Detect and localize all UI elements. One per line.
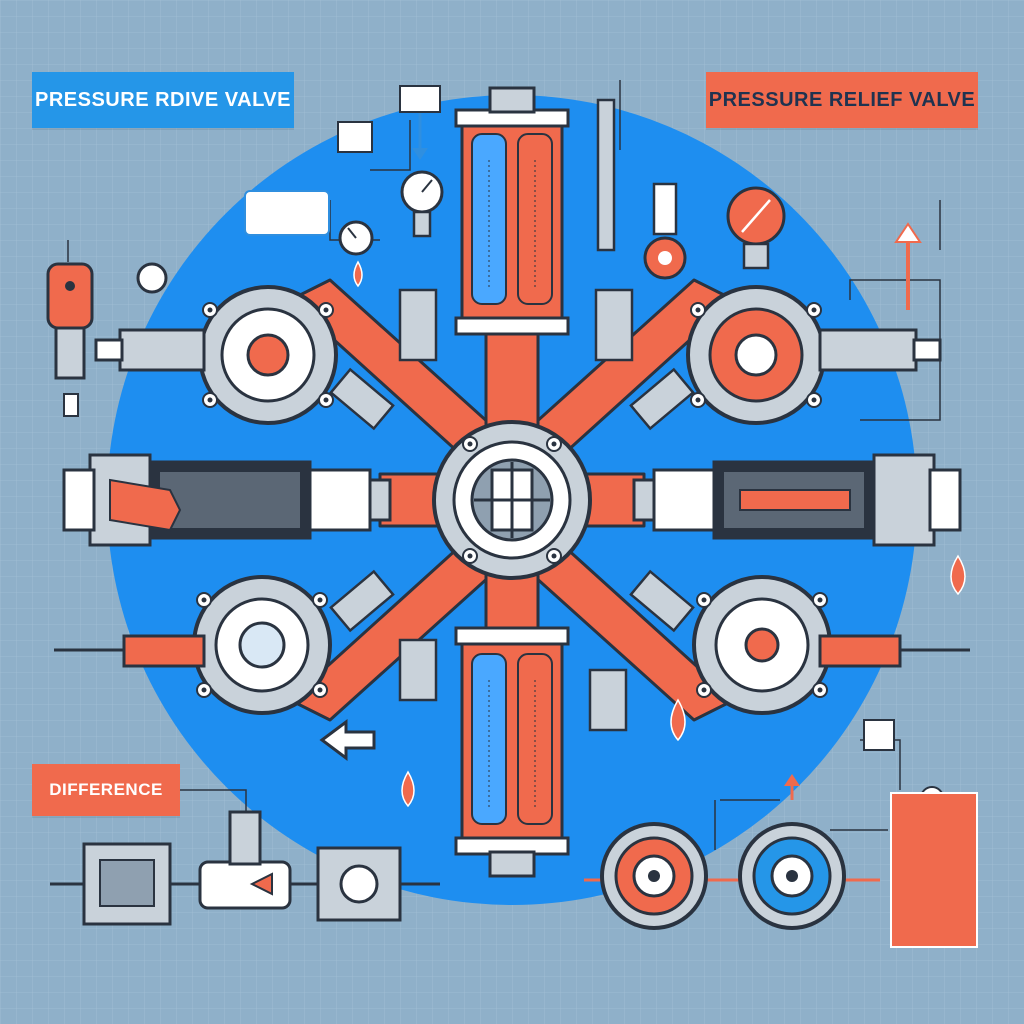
label-plates: [63, 85, 895, 751]
arrow-up-icon: [894, 222, 922, 310]
left-cartridge: [46, 262, 94, 380]
arrow-left-icon: [319, 719, 376, 761]
valve-body-bottom-left: [54, 575, 332, 715]
valve-body-top-left: [94, 285, 338, 425]
vertical-column-bottom: [454, 626, 570, 878]
title-pressure-relief-valve: PRESSURE RELIEF VALVE: [706, 72, 978, 128]
callout-box: [244, 190, 330, 236]
valve-face-orange: [584, 822, 724, 930]
connector-lines: [67, 80, 941, 850]
pressure-gauge-icon: [136, 220, 374, 294]
vertical-column-top: [454, 86, 570, 336]
title-pressure-rdive-valve: PRESSURE RDIVE VALVE: [32, 72, 294, 128]
arm-fittings: [329, 288, 695, 732]
left-cylinder: [62, 453, 392, 547]
relief-gauge-icon: [726, 186, 786, 270]
central-hub-valve: [432, 420, 592, 580]
valve-body-top-right: [686, 285, 942, 425]
arrow-up-small-icon: [784, 774, 800, 800]
right-cylinder: [632, 453, 962, 547]
gauge-icon: [400, 170, 444, 238]
valve-body-bottom-right: [692, 575, 970, 715]
arrow-down-icon: [412, 110, 428, 160]
difference-assembly: [50, 810, 440, 926]
droplet-icon: [353, 260, 966, 808]
title-difference: DIFFERENCE: [32, 764, 180, 816]
info-card: [890, 792, 978, 948]
thermometer-icon: [596, 98, 687, 280]
valve-face-blue: [714, 822, 880, 930]
